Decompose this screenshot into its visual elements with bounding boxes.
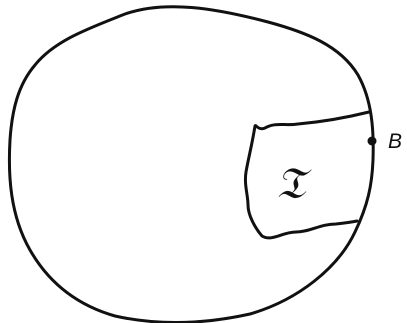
outer-region-outline	[9, 7, 373, 323]
point-b-dot	[368, 137, 377, 146]
inner-region-outline	[245, 112, 369, 238]
region-label: 𝔗	[276, 158, 312, 209]
point-b-label: B	[388, 130, 402, 153]
